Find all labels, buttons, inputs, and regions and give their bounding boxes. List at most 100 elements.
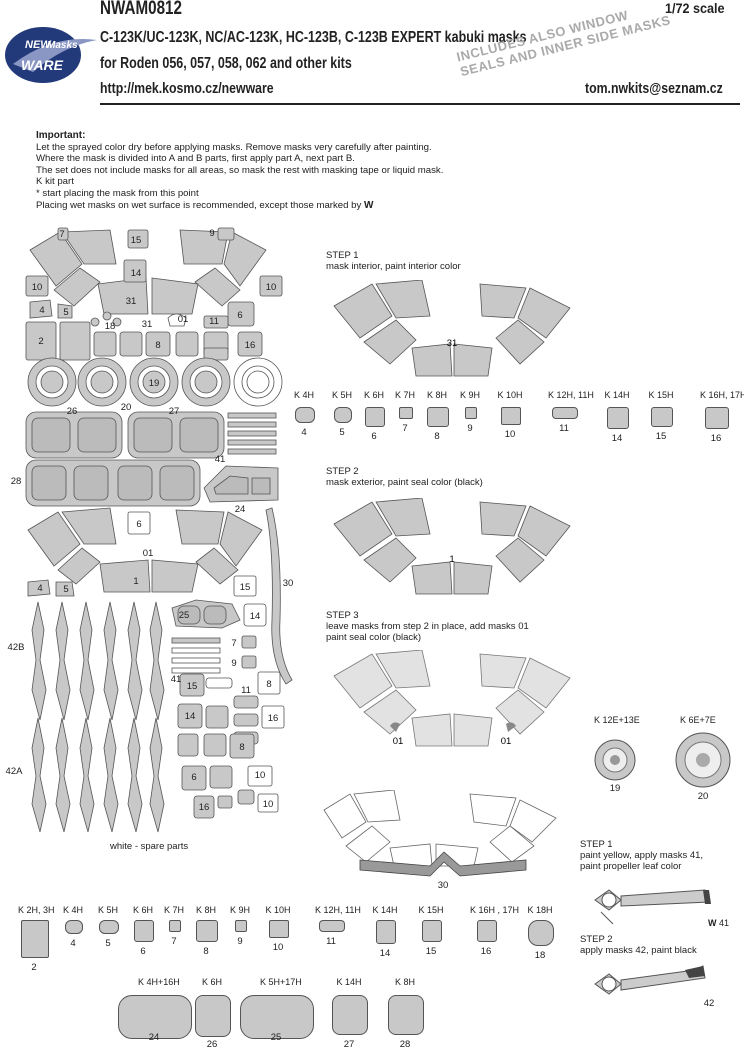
- step1-diagram: 31: [333, 280, 571, 377]
- mask-part-number: 24: [148, 1032, 160, 1043]
- note-line: K kit part: [36, 176, 74, 188]
- mask-part-number: 8: [203, 946, 209, 957]
- part-label: 20: [121, 402, 132, 413]
- mask-window: [61, 507, 117, 545]
- step1-center-label: 31: [447, 338, 458, 349]
- logo-text-masks: Masks: [47, 40, 78, 51]
- mask-shape: [552, 407, 578, 419]
- prop-step1-label: 41: [719, 918, 730, 928]
- step-text: apply masks 42, paint black: [580, 945, 697, 956]
- part-label: 5: [63, 307, 68, 318]
- mask-shape: [607, 407, 629, 429]
- part-label: 24: [235, 504, 246, 515]
- part-label: 4: [39, 305, 44, 316]
- step3-label-right: 01: [501, 736, 512, 747]
- mask-part-number: 28: [399, 1039, 411, 1050]
- mask-shape: [196, 920, 218, 942]
- wheel-mask-spare: [233, 357, 283, 407]
- part-label: 31: [126, 296, 137, 307]
- kit-part-reference: K 14H: [336, 977, 362, 987]
- mask-window: [53, 267, 101, 307]
- part-label: 31: [142, 319, 153, 330]
- mask-part-number: 15: [425, 946, 437, 957]
- step-text: paint seal color (black): [326, 632, 422, 643]
- mask-window: [151, 559, 199, 593]
- mask-part-number: 5: [105, 938, 111, 949]
- step3-caption: STEP 3 leave masks from step 2 in place,…: [326, 610, 529, 643]
- mask-shape: [295, 407, 315, 423]
- kit-part-reference: K 12H, 11H: [315, 905, 361, 915]
- mask-shape: [427, 407, 449, 427]
- mask-shape: [376, 920, 396, 944]
- mask-part-number: 4: [301, 427, 307, 438]
- part-label: 19: [149, 378, 160, 389]
- website-url: http://mek.kosmo.cz/newware: [100, 80, 274, 97]
- step1-caption: STEP 1 mask interior, paint interior col…: [326, 250, 461, 272]
- kit-part-reference: K 15H: [418, 905, 444, 915]
- spare-parts-note: white - spare parts: [110, 841, 189, 852]
- part-label: 14: [250, 611, 261, 622]
- part-label: 10: [255, 770, 266, 781]
- part-label: 10: [266, 282, 277, 293]
- mask-part-number: 8: [434, 431, 440, 442]
- part-label: 16: [268, 713, 279, 724]
- part-label: 01: [178, 314, 189, 325]
- step2-caption: STEP 2 mask exterior, paint seal color (…: [326, 466, 483, 488]
- mask-window: [179, 229, 229, 265]
- part-label: 14: [185, 711, 196, 722]
- mask-shape: [21, 920, 49, 958]
- wheel-mask: [129, 357, 179, 407]
- mask-part-number: 7: [402, 423, 408, 434]
- logo-text-ware: WARE: [21, 57, 64, 73]
- mask-shape: [465, 407, 477, 419]
- mask-shape: [399, 407, 413, 419]
- mask-window: [219, 511, 263, 567]
- mask-window: [175, 509, 225, 545]
- note-line: Let the sprayed color dry before applyin…: [36, 141, 432, 153]
- part-label: 41: [215, 454, 226, 465]
- kit-part-reference: K 5H+17H: [260, 977, 302, 987]
- part-label: 18: [105, 321, 116, 332]
- kit-part-reference: K 4H: [62, 905, 83, 915]
- mask-window: [223, 231, 267, 287]
- part-label: 28: [11, 476, 22, 487]
- mask-shape: [118, 995, 192, 1039]
- mask-shape: [319, 920, 345, 932]
- mask-shape: [169, 920, 181, 932]
- step-title: STEP 2: [326, 466, 359, 477]
- mask-part-number: 9: [467, 423, 473, 434]
- mask-part-number: 10: [504, 429, 516, 440]
- kit-part-reference: K 4H+16H: [138, 977, 180, 987]
- mask-shape: [99, 920, 119, 934]
- wheel-kit-label: K 12E+13E: [594, 715, 640, 725]
- note-line: * start placing the mask from this point: [36, 187, 199, 199]
- kit-part-reference: K 6H: [363, 390, 384, 400]
- kit-part-reference: K 10H: [497, 390, 523, 400]
- step2-diagram: 1: [333, 498, 571, 595]
- kit-part-reference: K 8H: [394, 977, 415, 987]
- part-label: 10: [32, 282, 43, 293]
- step-text: mask interior, paint interior color: [326, 261, 461, 272]
- kit-part-reference: K 14H: [372, 905, 398, 915]
- mask-sheet: 7 15 9 14 10 10 31 4 5 01 6 11 2 18 31 8…: [6, 227, 293, 833]
- step3-label-left: 01: [393, 736, 404, 747]
- kit-part-reference: K 7H: [394, 390, 415, 400]
- step2-center-label: 1: [449, 554, 454, 565]
- mask-part-number: 11: [326, 936, 336, 947]
- kit-part-reference: K 8H: [426, 390, 447, 400]
- mask-part-number: 27: [343, 1039, 355, 1050]
- step-title: STEP 1: [326, 250, 359, 261]
- mask-shape: [651, 407, 673, 427]
- side-windows-diagram: [323, 790, 557, 877]
- mask-shape: [195, 995, 231, 1037]
- product-title: C-123K/UC-123K, NC/AC-123K, HC-123B, C-1…: [100, 29, 527, 46]
- mask-part-number: 4: [70, 938, 76, 949]
- mask-part-number: 2: [31, 962, 37, 973]
- part-label: 6: [237, 310, 242, 321]
- kit-part-reference: K 6H: [132, 905, 153, 915]
- step-title: STEP 3: [326, 610, 359, 621]
- mask-window: [99, 559, 151, 593]
- mask-part-number: 25: [270, 1032, 282, 1043]
- kit-part-reference: K 15H: [648, 390, 674, 400]
- prop-step1-diagram: [594, 889, 711, 925]
